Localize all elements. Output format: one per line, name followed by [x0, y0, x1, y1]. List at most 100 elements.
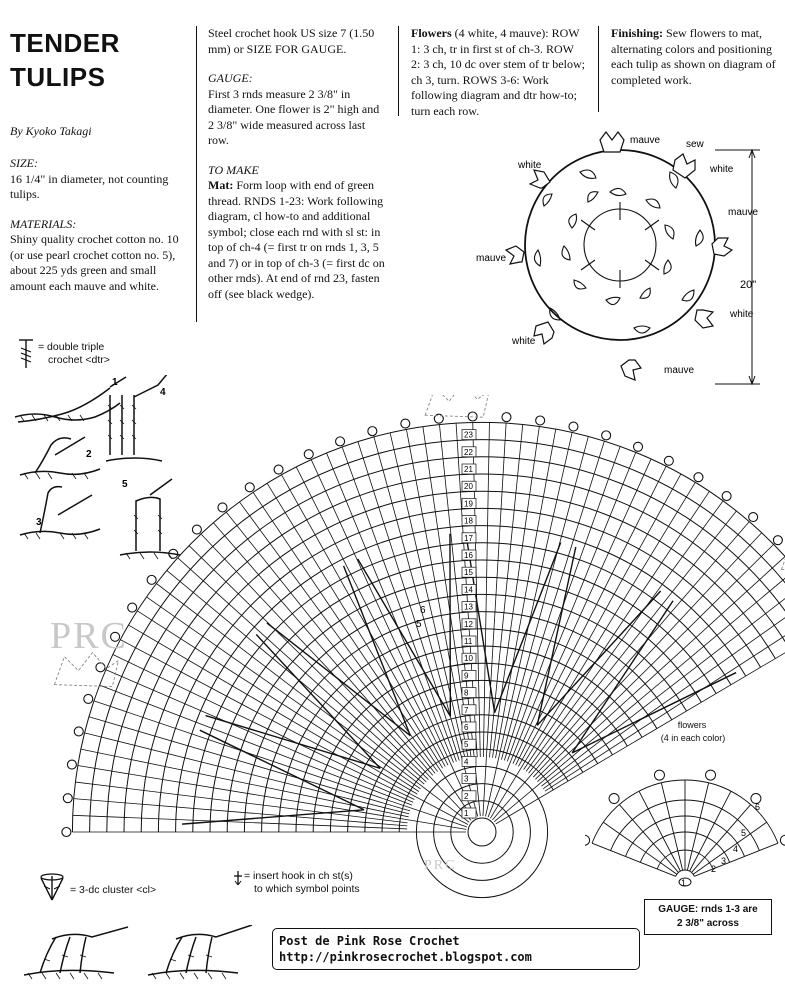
flower-row-number: 4: [733, 844, 738, 854]
layout-label: mauve: [476, 253, 506, 264]
picot: [722, 492, 731, 501]
round-number: 4: [464, 757, 469, 766]
layout-label: white: [511, 336, 536, 347]
stitch-line: [501, 436, 588, 759]
stitch-line: [178, 558, 427, 782]
pattern-title: TENDER TULIPS: [10, 26, 120, 94]
round-number: 16: [464, 551, 473, 560]
round-number: 15: [464, 568, 473, 577]
picot: [569, 422, 578, 431]
cluster-label: = 3-dc cluster <cl>: [70, 884, 156, 897]
flower-stitch: [639, 791, 680, 871]
flower-arc: [676, 870, 695, 876]
picot: [602, 431, 611, 440]
insert-label-2: to which symbol points: [244, 883, 360, 896]
layout-label: sew: [686, 139, 705, 150]
column-divider: [196, 26, 197, 322]
round-number: 14: [464, 585, 473, 594]
layout-label: white: [517, 160, 542, 171]
byline: By Kyoko Takagi: [10, 124, 92, 139]
picot: [128, 603, 137, 612]
stitch-line: [129, 625, 418, 794]
picot: [218, 503, 227, 512]
column-flowers: Flowers (4 white, 4 mauve): ROW 1: 3 ch,…: [411, 26, 585, 119]
gauge-heading: GAUGE:: [208, 71, 388, 87]
size-heading: SIZE:: [10, 156, 186, 172]
picot: [536, 416, 545, 425]
flower-picot: [654, 770, 664, 780]
stitch-line: [100, 685, 412, 805]
round-number: 21: [464, 465, 473, 474]
mat-outline: [525, 150, 715, 340]
picot: [84, 694, 93, 703]
picot: [502, 413, 511, 422]
size-text: 16 1/4" in diameter, not counting tulips…: [10, 172, 168, 202]
flower-row-number: 6: [755, 802, 760, 812]
round-number: 1: [464, 809, 469, 818]
round-circle: [468, 818, 496, 846]
stitch-line: [120, 640, 467, 825]
finishing-label: Finishing:: [611, 26, 663, 40]
cluster-symbol-icon: [38, 872, 66, 902]
picot: [368, 427, 377, 436]
stitch-line: [327, 453, 454, 763]
dimension-label: 20": [740, 279, 756, 291]
picot: [664, 456, 673, 465]
stitch-line: [89, 717, 410, 811]
wedge-line: [267, 566, 410, 736]
round-number: 22: [464, 448, 473, 457]
stitch-line: [483, 423, 506, 816]
insert-label-1: = insert hook in ch st(s): [244, 870, 360, 883]
mat-text: Form loop with end of green thread. RNDS…: [208, 178, 385, 301]
flower-row-number: 3: [721, 856, 726, 866]
stitch-line: [189, 546, 428, 780]
dtr-legend: = double triple crochet <dtr>: [38, 341, 110, 367]
round-number: 20: [464, 482, 473, 491]
round-number: 23: [464, 431, 473, 440]
layout-label: mauve: [664, 365, 694, 376]
stitch-line: [81, 749, 409, 817]
flower-row-number: 5: [741, 828, 746, 838]
layout-label: mauve: [728, 207, 758, 218]
flower-row-number: 1: [681, 878, 686, 888]
insert-hook-symbol-icon: [232, 869, 244, 885]
credit-url[interactable]: http://pinkrosecrochet.blogspot.com: [279, 949, 633, 965]
picot: [63, 794, 72, 803]
watermark-left: PRC: [50, 614, 128, 658]
stitch-line: [226, 512, 435, 773]
round-number: 7: [464, 706, 469, 715]
round-number: 17: [464, 534, 473, 543]
flower-row-number: 2: [711, 864, 716, 874]
round-number: 18: [464, 517, 473, 526]
hook-text: Steel crochet hook US size 7 (1.50 mm) o…: [208, 26, 388, 57]
picot: [192, 525, 201, 534]
picot: [169, 549, 178, 558]
dimension-line: [715, 150, 760, 384]
picot: [694, 473, 703, 482]
layout-label: white: [729, 309, 754, 320]
credit-title: Post de Pink Rose Crochet: [279, 933, 633, 949]
layout-label: mauve: [630, 135, 660, 146]
flower-picot: [585, 835, 590, 845]
round-number: 5: [464, 740, 469, 749]
materials-text: Shiny quality crochet cotton no. 10 (or …: [10, 232, 179, 293]
flower-crochet-chart: 1 2 3 4 5 6: [585, 748, 785, 893]
column-size-materials: SIZE: 16 1/4" in diameter, not counting …: [10, 156, 186, 308]
stitch-line: [483, 422, 489, 757]
picot: [634, 442, 643, 451]
picot: [67, 760, 76, 769]
title-line-1: TENDER: [10, 26, 120, 60]
round-number: 8: [464, 689, 469, 698]
leaf-motifs: [534, 170, 703, 333]
layout-diagram: mauve sew white white mauve mauve white …: [460, 120, 780, 395]
dtr-label-1: = double triple: [38, 341, 110, 354]
column-hook-gauge-make: Steel crochet hook US size 7 (1.50 mm) o…: [208, 26, 388, 316]
stitch-line: [296, 467, 448, 765]
round-number: 10: [464, 654, 473, 663]
picot: [96, 663, 105, 672]
step-number: 1: [112, 377, 118, 388]
flower-picot: [706, 770, 716, 780]
flower-stitch: [693, 822, 766, 874]
picot: [336, 437, 345, 446]
tulip-outline: [425, 395, 489, 417]
